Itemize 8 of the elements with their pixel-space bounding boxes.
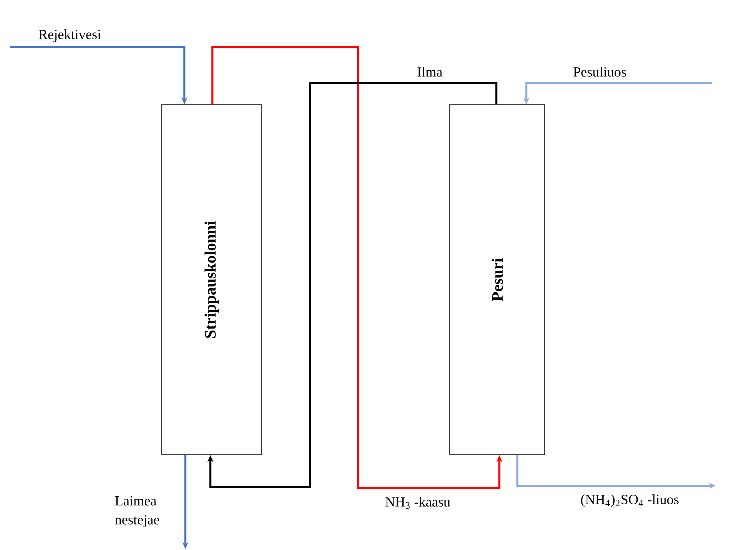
edge-label: Ilma bbox=[418, 67, 443, 77]
column-box: Pesuri bbox=[450, 104, 546, 456]
edge-label: Laimea nestejae bbox=[115, 496, 160, 528]
column-box: Strippauskolonni bbox=[162, 104, 262, 456]
edge-label: (NH$_{4}$)$_{2}$SO$_{4}$ -liuos bbox=[581, 494, 679, 508]
edge-label: Rejektivesi bbox=[39, 30, 102, 42]
edge-label: NH$_{3}$ -kaasu bbox=[386, 497, 450, 509]
edge-label: Pesuliuos bbox=[574, 67, 626, 77]
